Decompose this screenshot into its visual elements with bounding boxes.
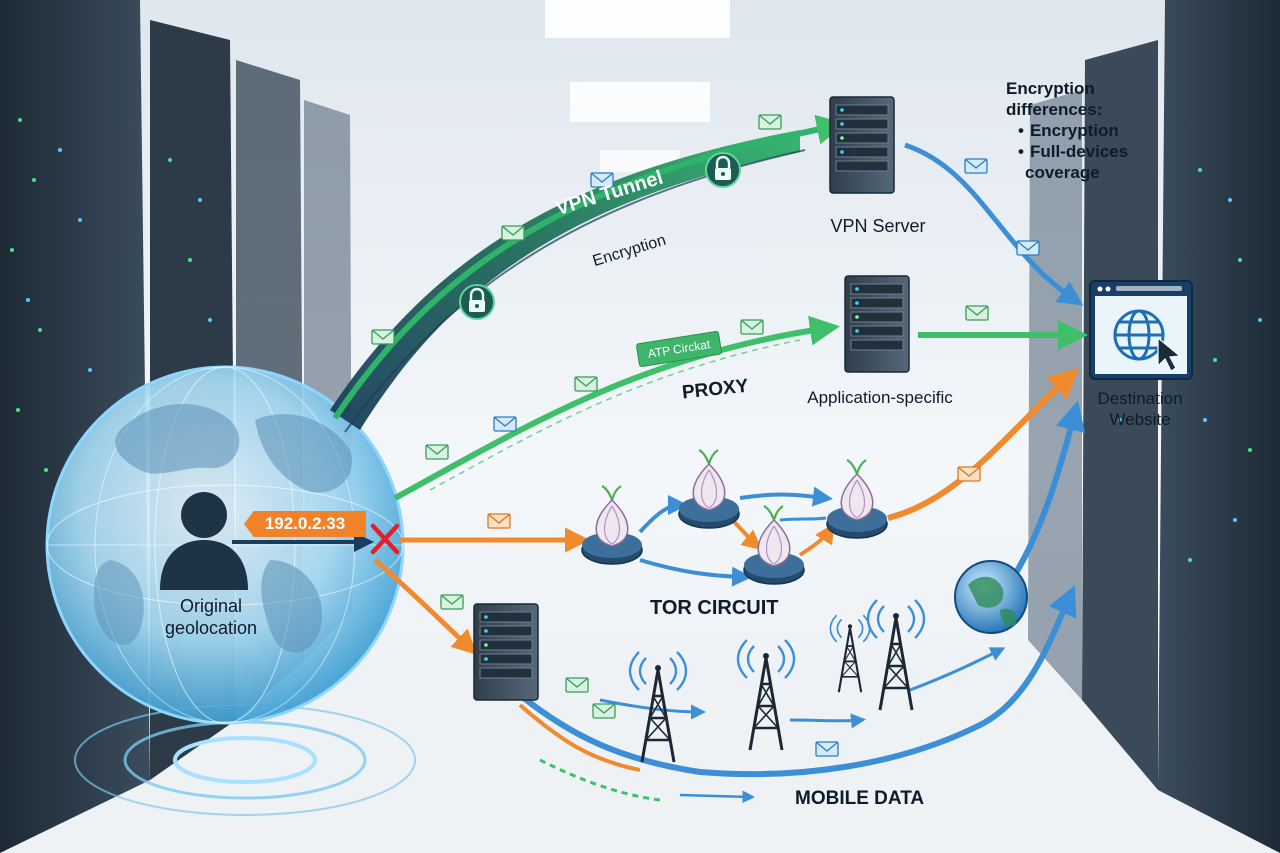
envelope-icon <box>965 305 989 321</box>
user-silhouette-icon <box>160 492 248 590</box>
envelope-icon <box>371 329 395 345</box>
envelope-icon <box>493 416 517 432</box>
note-title-line1: Encryption <box>1006 79 1095 98</box>
note-item-continued: coverage <box>1025 163 1100 182</box>
cursor-icon <box>1157 336 1182 372</box>
server-icon <box>829 96 895 194</box>
browser-globe-icon <box>1113 309 1165 361</box>
original-line1: Original <box>179 596 243 616</box>
tor-circuit-paths <box>400 367 1079 587</box>
envelope-icon <box>425 444 449 460</box>
lock-icon <box>704 151 742 189</box>
envelope-icon <box>740 319 764 335</box>
application-specific-label: Application-specific <box>807 388 953 407</box>
original-line2: geolocation <box>164 618 258 638</box>
note-item: Full-devices <box>1018 141 1128 162</box>
blocked-x-icon <box>370 523 400 555</box>
envelope-icon <box>440 594 464 610</box>
lock-icon <box>458 283 496 321</box>
destination-line1: Destination <box>1097 389 1183 408</box>
mobile-data-label: MOBILE DATA <box>795 788 925 809</box>
envelope-icon <box>574 376 598 392</box>
envelope-icon <box>964 158 988 174</box>
envelope-icon <box>487 513 511 529</box>
original-geolocation-label: Original geolocation <box>140 595 282 639</box>
proxy-path <box>393 315 840 501</box>
note-list: Encryption Full-devices <box>1006 120 1128 162</box>
vpn-server-label: VPN Server <box>830 216 926 236</box>
envelope-icon <box>565 677 589 693</box>
encryption-differences-note: Encryption differences: Encryption Full-… <box>1006 78 1128 183</box>
ip-address-badge: 192.0.2.33 <box>244 511 366 537</box>
envelope-icon <box>592 703 616 719</box>
destination-website-label: Destination Website <box>1084 388 1196 430</box>
note-item: Encryption <box>1018 120 1128 141</box>
envelope-icon <box>1016 240 1040 256</box>
envelope-icon <box>501 225 525 241</box>
server-icon <box>844 275 910 373</box>
tor-circuit-label: TOR CIRCUIT <box>650 597 779 619</box>
destination-line2: Website <box>1109 410 1171 429</box>
envelope-icon <box>815 741 839 757</box>
server-icon <box>473 603 539 701</box>
globe-icon <box>954 560 1028 634</box>
envelope-icon <box>758 114 782 130</box>
note-title-line2: differences: <box>1006 100 1103 119</box>
envelope-icon <box>957 466 981 482</box>
browser-window-icon <box>1089 280 1193 380</box>
